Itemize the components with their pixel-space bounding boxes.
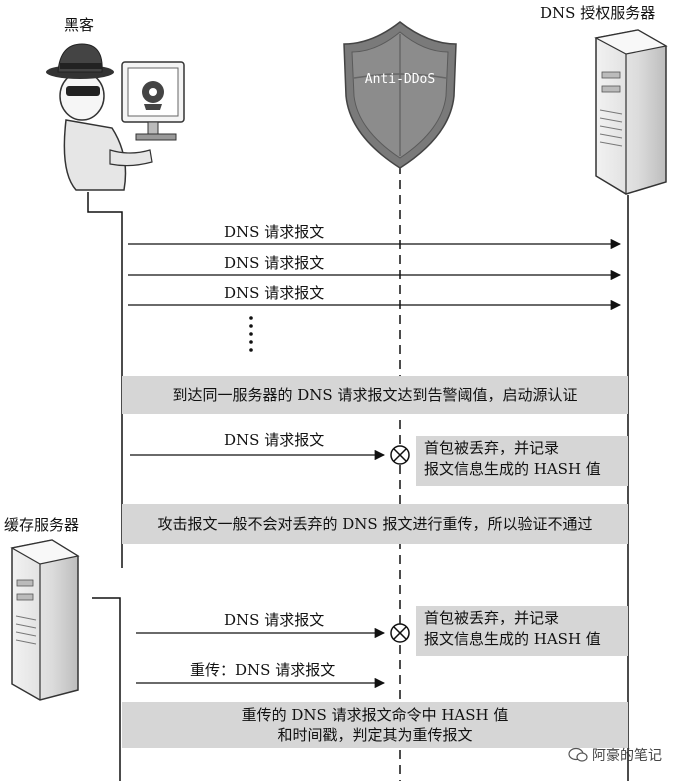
- message-label: DNS 请求报文: [224, 223, 325, 241]
- ellipsis-dots: [249, 316, 253, 352]
- shield-label: Anti-DDoS: [364, 72, 436, 87]
- hash-verify-band: 重传的 DNS 请求报文命令中 HASH 值 和时间戳，判定其为重传报文: [122, 702, 628, 748]
- alarm-band: 到达同一服务器的 DNS 请求报文达到告警阈值，启动源认证: [122, 376, 628, 414]
- message-label: DNS 请求报文: [224, 611, 325, 629]
- anti-ddos-shield-icon: [343, 21, 457, 169]
- message-arrows: [128, 238, 622, 689]
- drop-marker-icon: [390, 445, 410, 465]
- watermark-text: 阿豪的笔记: [592, 748, 662, 764]
- hacker-icon: [46, 43, 185, 191]
- hash-verify-line-2: 和时间戳，判定其为重传报文: [277, 726, 473, 744]
- drop-note-1-line-2: 报文信息生成的 HASH 值: [424, 460, 601, 478]
- watermark: 阿豪的笔记: [568, 745, 662, 765]
- hacker-label: 黑客: [64, 16, 95, 34]
- chat-bubble-icon: [568, 747, 588, 762]
- drop-note-2: 首包被丢弃，并记录 报文信息生成的 HASH 值: [416, 606, 628, 656]
- drop-marker-icon: [390, 623, 410, 643]
- hacker-lifeline: [87, 192, 123, 568]
- drop-note-1-line-1: 首包被丢弃，并记录: [424, 439, 560, 457]
- retransmit-band: 攻击报文一般不会对丢弃的 DNS 报文进行重传，所以验证不通过: [122, 504, 628, 544]
- drop-note-2-line-2: 报文信息生成的 HASH 值: [424, 630, 601, 648]
- auth-server-label: DNS 授权服务器: [540, 4, 656, 22]
- drop-note-1: 首包被丢弃，并记录 报文信息生成的 HASH 值: [416, 436, 628, 486]
- message-label: DNS 请求报文: [224, 284, 325, 302]
- message-label: DNS 请求报文: [224, 254, 325, 272]
- cache-server-lifeline: [92, 597, 121, 781]
- hash-verify-line-1: 重传的 DNS 请求报文命令中 HASH 值: [241, 706, 509, 724]
- drop-note-2-line-1: 首包被丢弃，并记录: [424, 609, 560, 627]
- dns-auth-server-icon: [594, 29, 668, 195]
- message-label: DNS 请求报文: [224, 431, 325, 449]
- cache-server-icon: [10, 539, 80, 701]
- cache-server-label: 缓存服务器: [4, 516, 80, 534]
- retransmit-message-label: 重传：DNS 请求报文: [190, 661, 336, 679]
